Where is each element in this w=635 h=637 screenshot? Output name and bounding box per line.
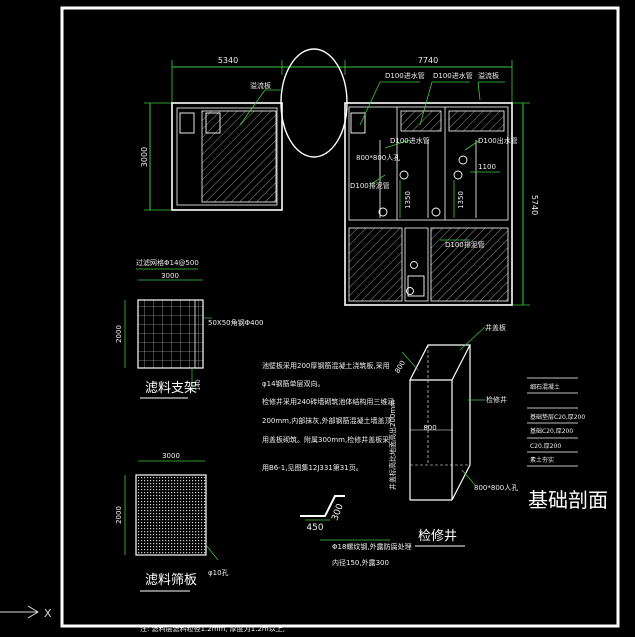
top-plan: 5340 7740 3000 5740 — [140, 48, 539, 306]
label-pipe-drain-2: D100排泥管 — [445, 240, 485, 249]
label-overflow-right: 溢流板 — [478, 71, 499, 80]
ucs-x-label: X — [44, 607, 52, 620]
filter-frame-width: 3000 — [161, 272, 179, 280]
foundation-layer-3: 基础C20,厚200 — [530, 427, 573, 435]
manhole-detail: 800 800 井盖标高比地面高出200mm 井盖板 检修井 800*800人孔… — [388, 323, 518, 547]
manhole-label-cover: 井盖板 — [485, 323, 506, 332]
sheet-border — [60, 6, 620, 628]
filter-frame-height: 2000 — [115, 325, 123, 343]
label-overflow-left: 溢流板 — [250, 81, 271, 90]
note-line-2: φ14钢筋单层双向。 — [262, 379, 325, 388]
manhole-label-wall: 检修井 — [486, 395, 507, 404]
note-line-3: 检修井采用240砖墙砌筑池体结构用三维涵 — [262, 397, 394, 406]
manhole-title: 检修井 — [418, 529, 457, 544]
dim-right-height: 5740 — [530, 195, 539, 215]
label-pipe-c: D100进水管 — [390, 136, 430, 145]
hook-note-2: 内径150,外露300 — [332, 558, 389, 567]
dim-right-width: 7740 — [418, 56, 438, 65]
dim-left-height: 3000 — [140, 147, 149, 167]
foundation-layer-1: 细石混凝土 — [530, 383, 560, 391]
dim-1350-b: 1350 — [457, 191, 465, 209]
note-line-6: 用B6-1,见图集12J331第31页。 — [262, 463, 363, 472]
label-pipe-d: D100出水管 — [478, 136, 518, 145]
filter-plate-height: 2000 — [115, 506, 123, 524]
dim-1350-a: 1350 — [404, 191, 412, 209]
note-line-1: 池壁板采用200厚钢筋混凝土浇筑板,采用 — [262, 361, 390, 370]
manhole-dim-top: 800 — [393, 359, 407, 375]
construction-notes: 池壁板采用200厚钢筋混凝土浇筑板,采用 φ14钢筋单层双向。 检修井采用240… — [262, 361, 394, 472]
dim-left-width: 5340 — [218, 56, 238, 65]
hook-dim-b: 300 — [330, 502, 345, 522]
foundation-layer-2: 基础垫层C20,厚200 — [530, 413, 585, 421]
hook-note-1: Φ18螺纹钢,外露防腐处理 — [332, 542, 412, 551]
label-pipe-in-2: D100进水管 — [433, 71, 473, 80]
manhole-dim-inner: 800 — [423, 424, 436, 432]
foundation-section: 细石混凝土 基础垫层C20,厚200 基础C20,厚200 C20,厚200 素… — [527, 377, 608, 512]
filter-plate-title: 滤料筛板 — [145, 573, 197, 588]
filter-frame-title: 滤料支架 — [145, 381, 197, 396]
note-line-4: 200mm,内部抹灰,外部钢筋混凝土墙盖顶 — [262, 416, 391, 425]
manhole-side-text: 井盖标高比地面高出200mm — [388, 400, 397, 490]
circular-well — [280, 48, 348, 158]
ucs-icon: X — [0, 605, 52, 620]
dim-1100: 1100 — [478, 163, 496, 171]
hook-dim-a: 450 — [306, 523, 323, 533]
hook-detail: 450 300 Φ18螺纹钢,外露防腐处理 内径150,外露300 — [300, 495, 412, 567]
filter-plate-width: 3000 — [162, 452, 180, 460]
filter-plate-side-note: φ10孔 — [208, 569, 229, 577]
note-line-5: 用盖板砌筑。附属300mm,检修井盖板采 — [262, 435, 389, 444]
foundation-layer-4: C20,厚200 — [530, 443, 561, 450]
bottom-note: 注: 滤料层滤料粒径1.2mm, 厚度为1.2m以上, — [140, 624, 285, 633]
foundation-layer-5: 素土夯实 — [530, 456, 554, 464]
filter-frame-detail: 过滤网格Φ14@500 3000 2000 50X50角钢Φ400 140 滤料… — [115, 258, 263, 399]
label-well-size: 800*800人孔 — [356, 154, 400, 162]
manhole-size-note: 800*800人孔 — [474, 484, 518, 492]
filter-frame-note: 过滤网格Φ14@500 — [136, 258, 199, 267]
filter-plate-detail: 3000 2000 φ10孔 滤料筛板 — [115, 452, 229, 592]
label-pipe-in-1: D100进水管 — [385, 71, 425, 80]
filter-frame-bottom-dim: 140 — [195, 379, 202, 391]
filter-frame-side-note: 50X50角钢Φ400 — [208, 318, 263, 327]
foundation-title: 基础剖面 — [528, 488, 608, 512]
label-pipe-drain-1: D100排泥管 — [350, 181, 390, 190]
